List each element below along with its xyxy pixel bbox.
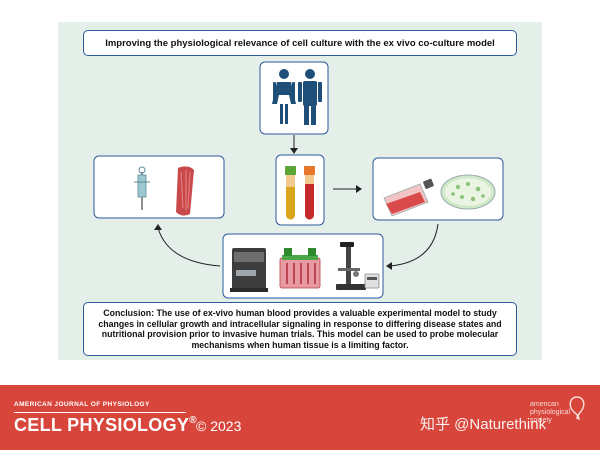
culture-flask-icon xyxy=(383,178,434,217)
society-name: american physiological society xyxy=(530,401,570,425)
conclusion-text: Conclusion: The use of ex-vivo human blo… xyxy=(98,308,502,350)
conclusion-box: Conclusion: The use of ex-vivo human blo… xyxy=(83,302,517,356)
lab-equipment-box xyxy=(222,233,384,299)
blood-tubes-box xyxy=(275,154,325,226)
diagram-title: Improving the physiological relevance of… xyxy=(105,37,495,49)
humans-box xyxy=(259,61,329,135)
journal-brand: CELL PHYSIOLOGY® xyxy=(14,415,197,436)
biopsy-needle-icon xyxy=(134,166,150,210)
journal-name: AMERICAN JOURNAL OF PHYSIOLOGY xyxy=(14,401,150,408)
blood-tube-icon xyxy=(285,166,296,220)
tissue-biopsy-box xyxy=(93,155,225,219)
diagram-graphics xyxy=(93,61,504,299)
cell-culture-box xyxy=(372,157,504,221)
woman-icon xyxy=(272,69,296,124)
footer-divider xyxy=(14,412,186,413)
man-icon xyxy=(298,69,322,125)
arrow-tubes-to-culture xyxy=(333,185,362,193)
muscle-tissue-icon xyxy=(176,166,194,216)
diagram-title-box: Improving the physiological relevance of… xyxy=(83,30,517,56)
imaging-device-icon xyxy=(230,248,268,292)
society-line: american xyxy=(530,401,559,408)
journal-brand-text: CELL PHYSIOLOGY xyxy=(14,415,190,435)
lab-device-icon xyxy=(364,273,380,289)
journal-footer: AMERICAN JOURNAL OF PHYSIOLOGY CELL PHYS… xyxy=(0,385,600,450)
microscope-icon xyxy=(336,242,366,290)
diagram-panel: Improving the physiological relevance of… xyxy=(58,22,542,360)
trademark-symbol: ® xyxy=(189,415,197,426)
arrow-equipment-to-tissue xyxy=(154,224,221,267)
arrow-humans-to-tubes xyxy=(290,135,298,154)
society-logo-icon xyxy=(569,396,585,421)
watermark-text: 知乎 @Naturethink xyxy=(420,416,547,433)
society-line: physiological xyxy=(530,409,571,416)
arrow-culture-to-equipment xyxy=(386,223,439,270)
society-line: society xyxy=(530,417,552,424)
electrophoresis-icon xyxy=(279,248,321,289)
petri-dish-icon xyxy=(440,174,496,210)
copyright-year: © 2023 xyxy=(196,418,242,434)
blood-tube-icon xyxy=(304,166,315,220)
